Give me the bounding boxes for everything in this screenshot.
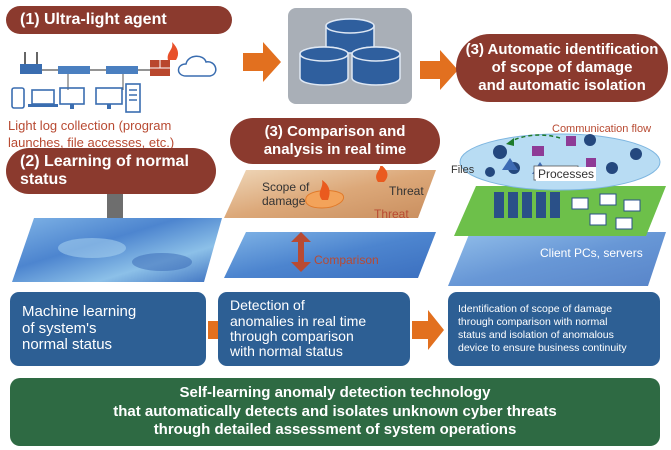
step3a-pill: (3) Comparison and analysis in real time (230, 118, 440, 164)
log-collection-line1: Light log collection (program (8, 118, 172, 133)
machine-learning-box: Machine learning of system's normal stat… (10, 292, 206, 366)
log-collection-line2: launches, file accesses, etc.) (8, 134, 175, 150)
flame-icon (376, 166, 388, 182)
isolation-illustration (448, 133, 666, 286)
step3b-line3: and automatic isolation (478, 76, 646, 94)
laptop-icon (28, 89, 58, 107)
identification-box: Identification of scope of damage throug… (448, 292, 660, 366)
step3b-pill: (3) Automatic identification of scope of… (456, 34, 668, 102)
comparison-arrow-icon (291, 232, 311, 272)
step3a-line1: (3) Comparison and (264, 123, 406, 140)
firewall-icon (150, 42, 179, 76)
banner-line1: Self-learning anomaly detection technolo… (179, 383, 491, 401)
comparison-label: Comparison (314, 253, 379, 267)
summary-banner: Self-learning anomaly detection technolo… (10, 378, 660, 446)
desktop-pc-icon (59, 87, 85, 109)
comparison-illustration (224, 166, 436, 278)
anomaly-detection-box: Detection of anomalies in real time thro… (218, 292, 410, 366)
flame-icon (319, 180, 330, 200)
banner-line2: that automatically detects and isolates … (113, 402, 557, 420)
tablet-icon (11, 87, 25, 109)
log-collection-text: Light log collection (program launches, … (8, 118, 238, 152)
switch-icon (58, 66, 90, 74)
step2-line2: status (20, 171, 68, 188)
threat-label: Threat (389, 184, 424, 198)
network-devices-illustration (11, 42, 217, 113)
step2-pill: (2) Learning of normal status (6, 148, 216, 194)
step1-pill: (1) Ultra-light agent (6, 6, 232, 34)
server-rack-icon (494, 192, 560, 218)
workstation-icon (95, 87, 123, 109)
step3b-line1: (3) Automatic identification (465, 41, 659, 59)
cloud-icon (177, 55, 217, 77)
scope-of-damage-label: Scope of damage (262, 180, 310, 209)
switch-icon (106, 66, 138, 74)
server-icon (125, 83, 141, 113)
arrow-right-icon (243, 42, 281, 82)
arrow-right-icon (420, 50, 458, 90)
database-icon (299, 18, 401, 86)
communication-flow-label: Communication flow (552, 123, 652, 135)
processes-label: Processes (536, 167, 597, 181)
files-label: Files (451, 164, 475, 176)
step1-title: (1) Ultra-light agent (20, 11, 167, 28)
threat-label-secondary: Threat (374, 207, 409, 221)
step2-line1: (2) Learning of normal (20, 152, 189, 170)
client-pc-icon (571, 193, 641, 230)
database-panel (288, 8, 412, 104)
step3b-line2: of scope of damage (491, 59, 633, 77)
arrow-right-icon (412, 310, 444, 350)
step3a-line2: analysis in real time (263, 141, 407, 158)
clients-label: Client PCs, servers (540, 246, 643, 260)
normal-status-heatmap (12, 218, 222, 282)
banner-line3: through detailed assessment of system op… (153, 421, 517, 439)
router-icon (20, 52, 42, 74)
communication-flow-arrow (509, 134, 561, 143)
